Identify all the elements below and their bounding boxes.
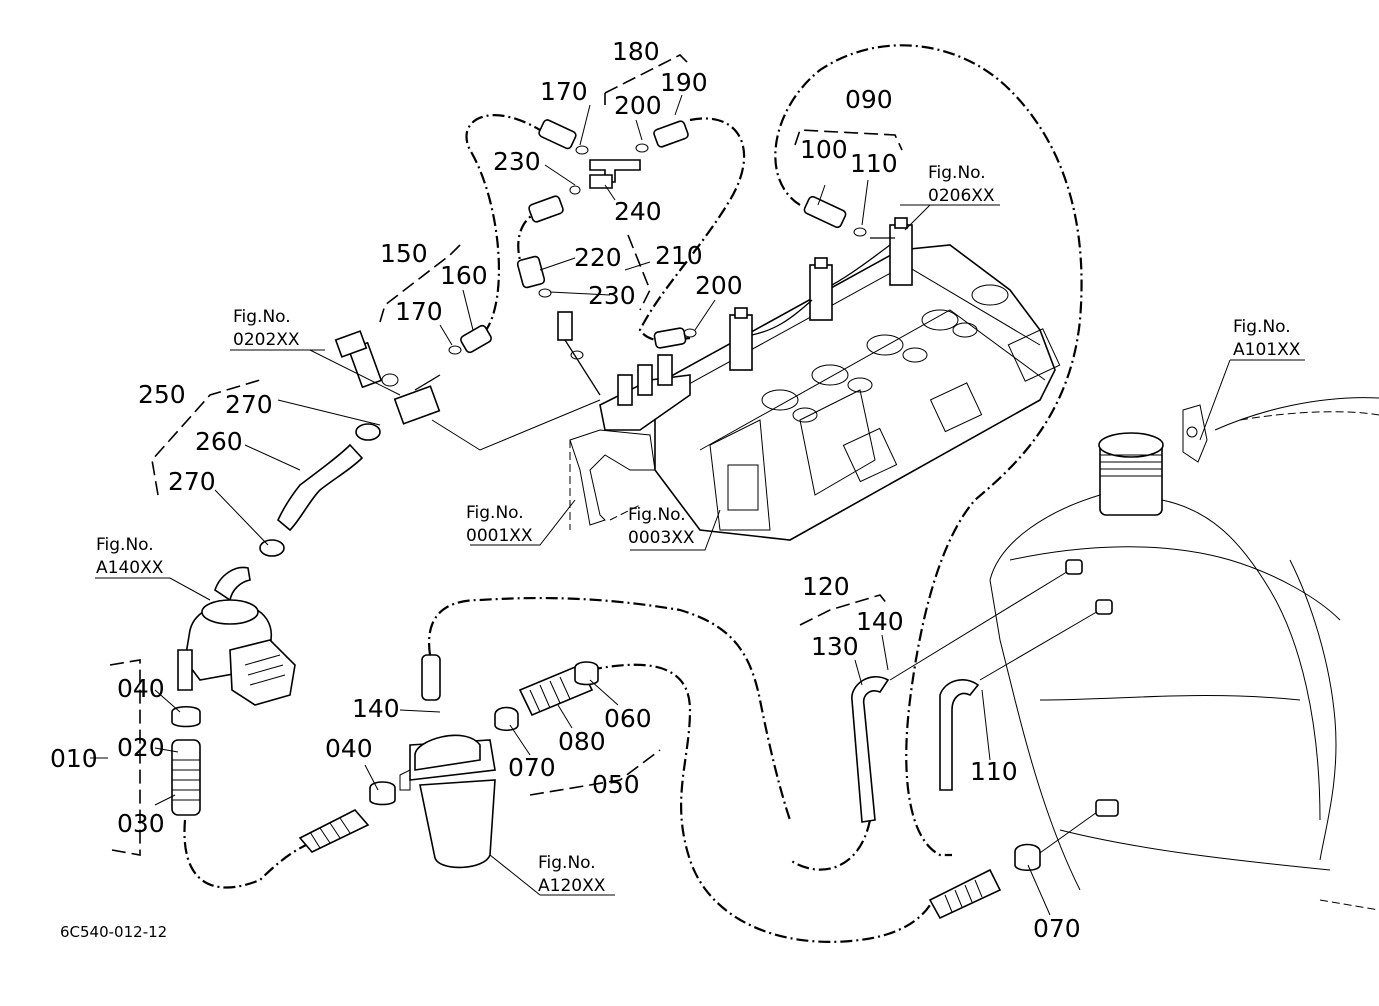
label-110-upper: 110 — [850, 149, 898, 178]
label-230-lower: 230 — [588, 281, 636, 310]
assembly-brackets — [109, 54, 903, 856]
label-250: 250 — [138, 380, 186, 409]
label-120: 120 — [802, 572, 850, 601]
feed-pump — [171, 423, 381, 816]
label-190: 190 — [660, 68, 708, 97]
fig-ref-a120-code: A120XX — [538, 876, 606, 896]
label-200-upper: 200 — [614, 91, 662, 120]
label-260: 260 — [195, 427, 243, 456]
fig-ref-a101-label: Fig.No. — [1233, 317, 1291, 337]
fuel-filter — [298, 654, 599, 869]
fig-ref-a140-code: A140XX — [96, 558, 164, 578]
label-130: 130 — [811, 632, 859, 661]
return-hoses — [851, 559, 1119, 920]
label-100: 100 — [800, 135, 848, 164]
label-010: 010 — [50, 744, 98, 773]
label-090: 090 — [845, 85, 893, 114]
label-230-upper: 230 — [493, 147, 541, 176]
label-180: 180 — [612, 37, 660, 66]
return-fittings — [334, 119, 895, 451]
fig-ref-0003-label: Fig.No. — [628, 505, 686, 525]
cylinder-head — [569, 217, 1061, 541]
label-040-left: 040 — [117, 674, 165, 703]
label-150: 150 — [380, 239, 428, 268]
fig-ref-0206-label: Fig.No. — [928, 163, 986, 183]
fig-ref-0206-code: 0206XX — [928, 186, 995, 206]
fig-ref-a101-code: A101XX — [1233, 340, 1301, 360]
label-140-left: 140 — [352, 694, 400, 723]
fig-ref-a140-label: Fig.No. — [96, 535, 154, 555]
label-160: 160 — [440, 261, 488, 290]
label-080: 080 — [558, 727, 606, 756]
label-070-filter: 070 — [508, 753, 556, 782]
label-270-lower: 270 — [168, 467, 216, 496]
label-140-right: 140 — [856, 607, 904, 636]
label-060: 060 — [604, 704, 652, 733]
fig-ref-0001-code: 0001XX — [466, 526, 533, 546]
part-number-labels: 180 170 200 190 230 240 090 100 110 150 … — [50, 37, 1081, 943]
label-200-lower: 200 — [695, 271, 743, 300]
label-170-upper: 170 — [540, 77, 588, 106]
label-030: 030 — [117, 809, 165, 838]
label-170-lower: 170 — [395, 297, 443, 326]
label-240: 240 — [614, 197, 662, 226]
label-070-tank: 070 — [1033, 914, 1081, 943]
leader-lines — [90, 94, 1305, 916]
diagram-code: 6C540-012-12 — [60, 923, 167, 941]
fig-ref-0003-code: 0003XX — [628, 528, 695, 548]
fuel-tank — [989, 397, 1379, 911]
label-020: 020 — [117, 733, 165, 762]
label-110-lower: 110 — [970, 757, 1018, 786]
figure-references: Fig.No. 0202XX Fig.No. 0206XX Fig.No. A1… — [96, 163, 1301, 896]
label-220: 220 — [574, 243, 622, 272]
fig-ref-0001-label: Fig.No. — [466, 503, 524, 523]
label-270-upper: 270 — [225, 390, 273, 419]
label-040-filter: 040 — [325, 734, 373, 763]
fig-ref-0202-label: Fig.No. — [233, 307, 291, 327]
fig-ref-a120-label: Fig.No. — [538, 853, 596, 873]
fig-ref-0202-code: 0202XX — [233, 330, 300, 350]
label-210: 210 — [655, 241, 703, 270]
label-050: 050 — [592, 770, 640, 799]
